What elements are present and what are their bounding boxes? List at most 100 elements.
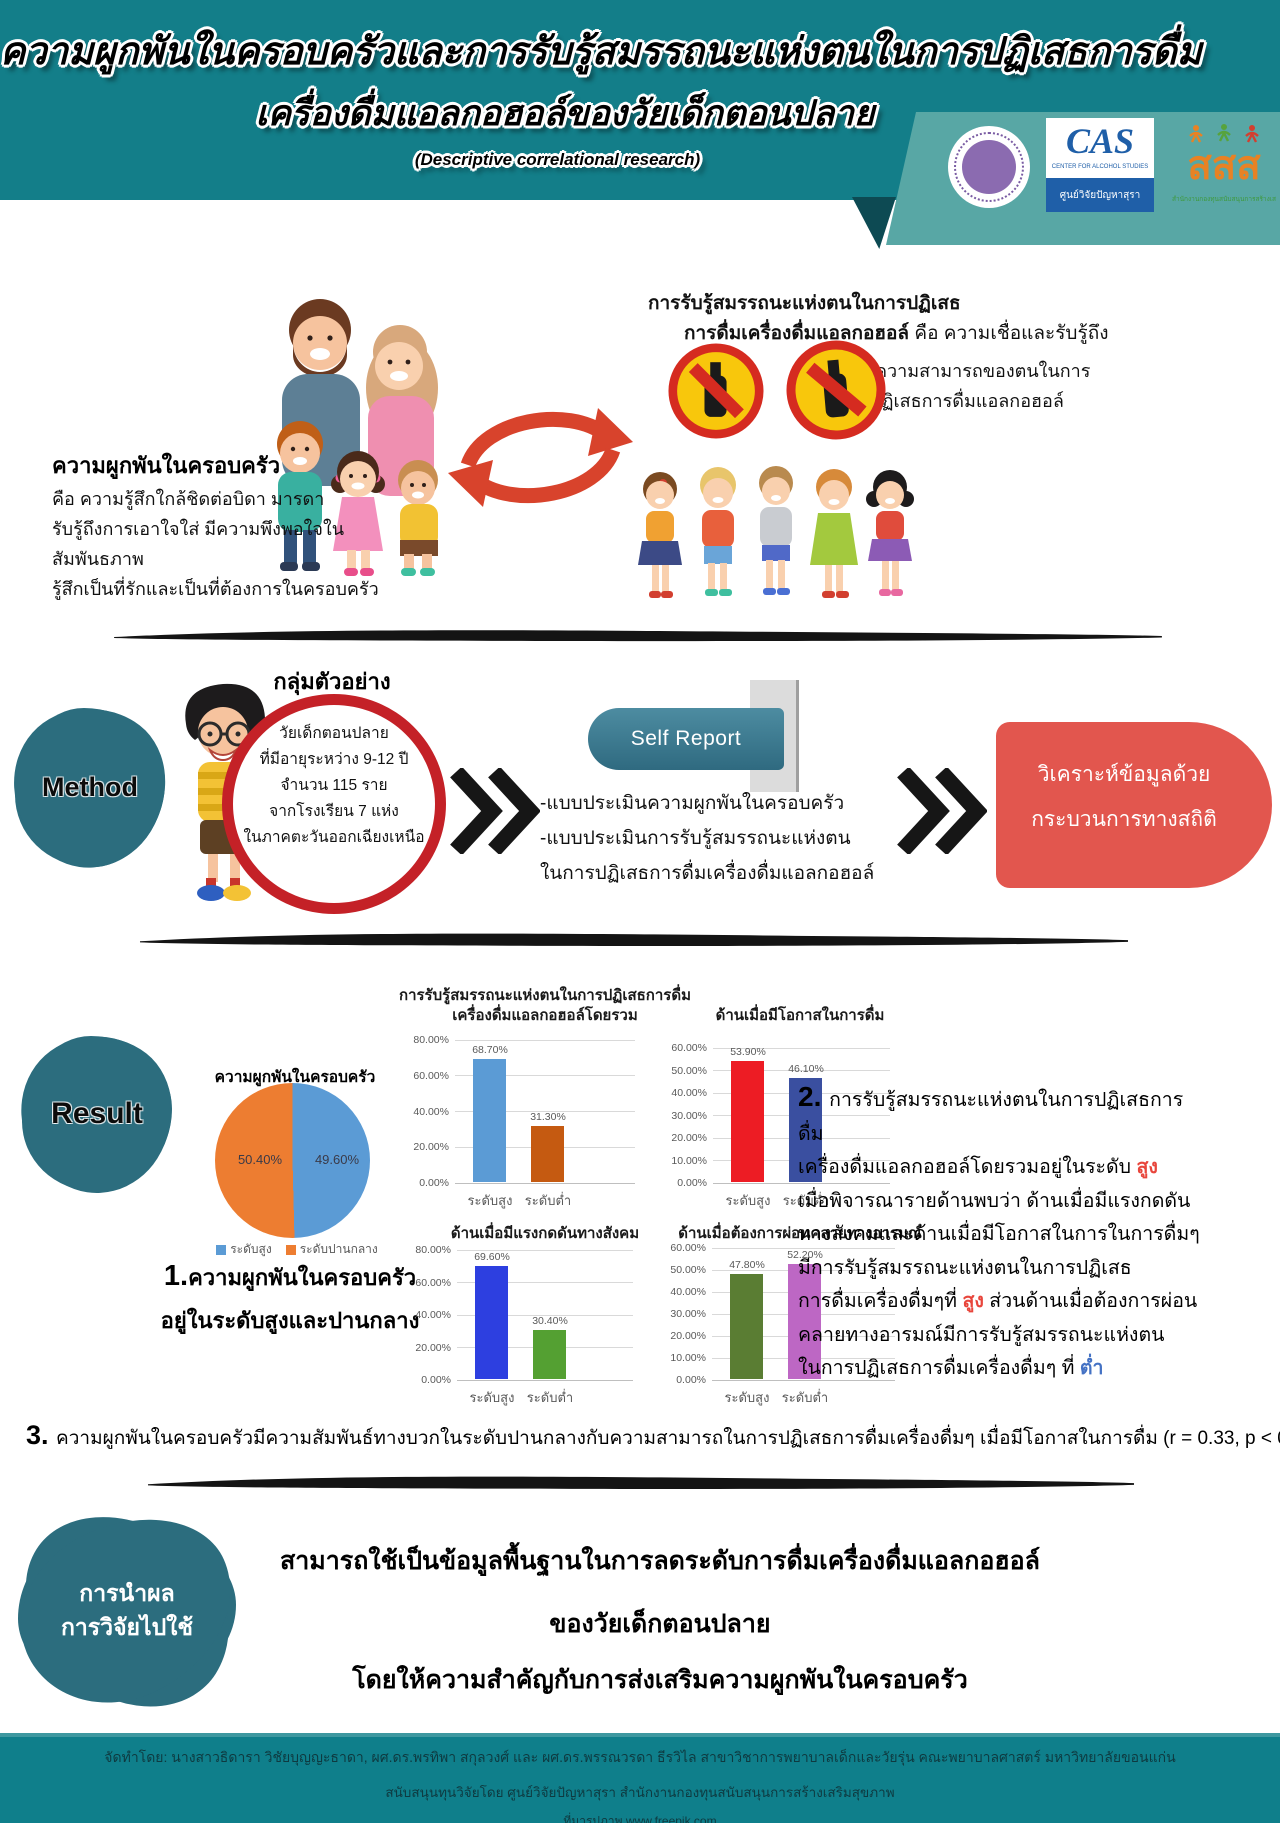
chevron-arrows-icon <box>897 768 987 854</box>
family-illustration <box>277 299 438 576</box>
application-badge-line: การนำผล <box>79 1580 175 1606</box>
cas-caption-small: CENTER FOR ALCOHOL STUDIES <box>1051 164 1149 170</box>
bar-value-label: 31.30% <box>530 1111 566 1124</box>
y-tick-label: 40.00% <box>413 1105 449 1118</box>
y-tick-label: 0.00% <box>676 1374 706 1386</box>
application-badge: การนำผลการวิจัยไปใช้ <box>18 1524 236 1696</box>
gridline <box>712 1247 895 1249</box>
chart-title-line: การรับรู้สมรรถนะแห่งตนในการปฏิเสธการดื่ม <box>399 987 691 1004</box>
y-tick-label: 60.00% <box>671 1042 707 1054</box>
sample-circle: วัยเด็กตอนปลายที่มีอายุระหว่าง 9-12 ปีจำ… <box>222 694 446 914</box>
section-divider <box>139 933 1129 946</box>
finding-3: 3. ความผูกพันในครอบครัวมีความสัมพันธ์ทาง… <box>26 1420 1280 1453</box>
bar-category-label: ระดับต่ำ <box>524 1193 572 1208</box>
bar-value-label: 47.80% <box>729 1258 765 1271</box>
children-illustration <box>638 466 914 598</box>
finding-2-line: ทางสังคมและด้านเมื่อมีโอกาสในการในการดื่… <box>798 1218 1208 1252</box>
family-bond-line: รู้สึกเป็นที่รักและเป็นที่ต้องการในครอบค… <box>52 579 379 599</box>
y-tick-label: 50.00% <box>671 1064 707 1077</box>
instrument-line: -แบบประเมินการรับรู้สมรรถนะแห่งตน <box>540 828 851 849</box>
chart-title-line: ด้านเมื่อต้องการผ่อนคลายทางอารมณ์ <box>678 1225 922 1242</box>
university-seal-logo <box>948 126 1030 208</box>
family-bond-line: คือ ความรู้สึกใกล้ชิดต่อบิดา มารดา <box>52 489 325 509</box>
gridline <box>457 1379 633 1381</box>
text-segment: ต่ำ <box>1079 1357 1104 1379</box>
chart-title-line: เครื่องดื่มแอลกอฮอล์โดยรวม <box>452 1007 638 1024</box>
sample-line: วัยเด็กตอนปลาย <box>279 725 389 742</box>
sample-line: ในภาคตะวันออกเฉียงเหนือ <box>243 829 425 846</box>
finding-2-line: เครื่องดื่มแอลกอฮอล์โดยรวมอยู่ในระดับ สู… <box>798 1151 1208 1185</box>
instruments: -แบบประเมินความผูกพันในครอบครัว -แบบประเม… <box>540 786 900 891</box>
text-segment: ทางสังคมและด้านเมื่อมีโอกาสในการในการดื่… <box>798 1223 1200 1245</box>
finding-2-line: เมื่อพิจารณารายด้านพบว่า ด้านเมื่อมีแรงก… <box>798 1185 1208 1219</box>
bar <box>731 1060 764 1182</box>
gridline <box>457 1249 633 1251</box>
finding-2: 2. การรับรู้สมรรถนะแห่งตนในการปฏิเสธการด… <box>798 1080 1208 1386</box>
gridline <box>457 1282 633 1283</box>
y-tick-label: 0.00% <box>677 1177 707 1189</box>
section-divider <box>114 630 1162 642</box>
legend-item: ระดับปานกลาง <box>285 1240 378 1259</box>
y-tick-label: 60.00% <box>670 1242 706 1254</box>
legend-label: ระดับปานกลาง <box>299 1242 378 1256</box>
pie-chart <box>215 1083 370 1238</box>
gridline <box>713 1047 890 1049</box>
legend-swatch <box>285 1244 296 1255</box>
chart-plot: 60.00%50.00%40.00%30.00%20.00%10.00%0.00… <box>670 1242 895 1405</box>
chart-title: ด้านเมื่อมีโอกาสในการดื่ม <box>650 1006 950 1026</box>
gridline <box>457 1314 633 1316</box>
section-divider <box>147 1476 1135 1489</box>
bar-value-label: 68.70% <box>472 1044 508 1057</box>
footer: จัดทำโดย: นางสาวธิดารา วิชัยบุญญะธาดา, ผ… <box>0 1733 1280 1823</box>
bar <box>788 1264 821 1379</box>
bar-category-label: ระดับสูง <box>724 1390 770 1405</box>
text-segment: สูง <box>1136 1156 1158 1178</box>
finding-2-line: มีการรับรู้สมรรถนะแห่งตนในการปฏิเสธ <box>798 1252 1208 1286</box>
y-tick-label: 50.00% <box>670 1264 706 1276</box>
sample-line: ที่มีอายุระหว่าง 9-12 ปี <box>259 751 409 768</box>
gridline <box>455 1075 635 1077</box>
gridline <box>713 1182 890 1184</box>
chart-plot: 80.00%60.00%40.00%20.00%0.00%68.70%ระดับ… <box>413 1034 635 1208</box>
instrument-line: -แบบประเมินความผูกพันในครอบครัว <box>540 793 845 814</box>
no-alcohol-sign-icon <box>786 340 886 440</box>
thaihealth-figures-icon <box>1189 124 1259 143</box>
self-efficacy-line4: ปฏิเสธการดื่มแอลกอฮอล์ <box>870 386 1064 415</box>
gridline <box>455 1182 635 1184</box>
pie-value-label: 49.60% <box>314 1152 360 1167</box>
text-segment: ในการปฏิเสธการดื่มเครื่องดื่มๆ ที่ <box>798 1357 1080 1379</box>
self-efficacy-line3: ความสามารถของตนในการ <box>875 356 1090 385</box>
self-report-button: Self Report <box>588 708 784 770</box>
y-tick-label: 40.00% <box>670 1286 706 1298</box>
y-tick-label: 20.00% <box>671 1132 707 1144</box>
gridline <box>455 1111 635 1112</box>
pie-chart-title: ความผูกพันในครอบครัว <box>214 1069 376 1086</box>
family-bond-definition: คือ ความรู้สึกใกล้ชิดต่อบิดา มารดารับรู้… <box>52 484 412 604</box>
bar-category-label: ระดับต่ำ <box>782 1193 830 1208</box>
analysis-shape: วิเคราะห์ข้อมูลด้วยกระบวนการทางสถิติ <box>996 722 1272 888</box>
text-segment: 2. <box>798 1081 830 1112</box>
text-segment: 3. <box>26 1420 57 1450</box>
thaihealth-acronym: สสส <box>1187 144 1261 188</box>
finding-2-line: การดื่มเครื่องดื่มๆที่ สูง ส่วนด้านเมื่อ… <box>798 1285 1208 1319</box>
bar-category-label: ระดับต่ำ <box>526 1390 574 1405</box>
finding-1-line1: 1.ความผูกพันในครอบครัว <box>140 1260 440 1295</box>
y-tick-label: 0.00% <box>419 1177 449 1189</box>
finding-2-line: ในการปฏิเสธการดื่มเครื่องดื่มๆ ที่ ต่ำ <box>798 1352 1208 1386</box>
poster-title-line1: ความผูกพันในครอบครัวและการรับรู้สมรรถนะแ… <box>0 31 1202 73</box>
chart-plot: 60.00%50.00%40.00%30.00%20.00%10.00%0.00… <box>671 1042 890 1208</box>
chevron-arrows-icon <box>450 768 540 854</box>
application-line: โดยให้ความสำคัญกับการส่งเสริมความผูกพันใ… <box>352 1666 968 1694</box>
method-badge: Method <box>15 708 165 866</box>
footer-line: จัดทำโดย: นางสาวธิดารา วิชัยบุญญะธาดา, ผ… <box>104 1749 1176 1765</box>
gridline <box>712 1379 895 1381</box>
pie-legend: ระดับสูง ระดับปานกลาง <box>182 1240 412 1259</box>
seal-core <box>962 140 1016 194</box>
sample-description: วัยเด็กตอนปลายที่มีอายุระหว่าง 9-12 ปีจำ… <box>233 721 435 851</box>
analysis-line: กระบวนการทางสถิติ <box>1031 808 1217 831</box>
y-tick-label: 20.00% <box>413 1141 449 1154</box>
sample-heading: กลุ่มตัวอย่าง <box>273 669 391 694</box>
y-tick-label: 10.00% <box>671 1154 707 1167</box>
